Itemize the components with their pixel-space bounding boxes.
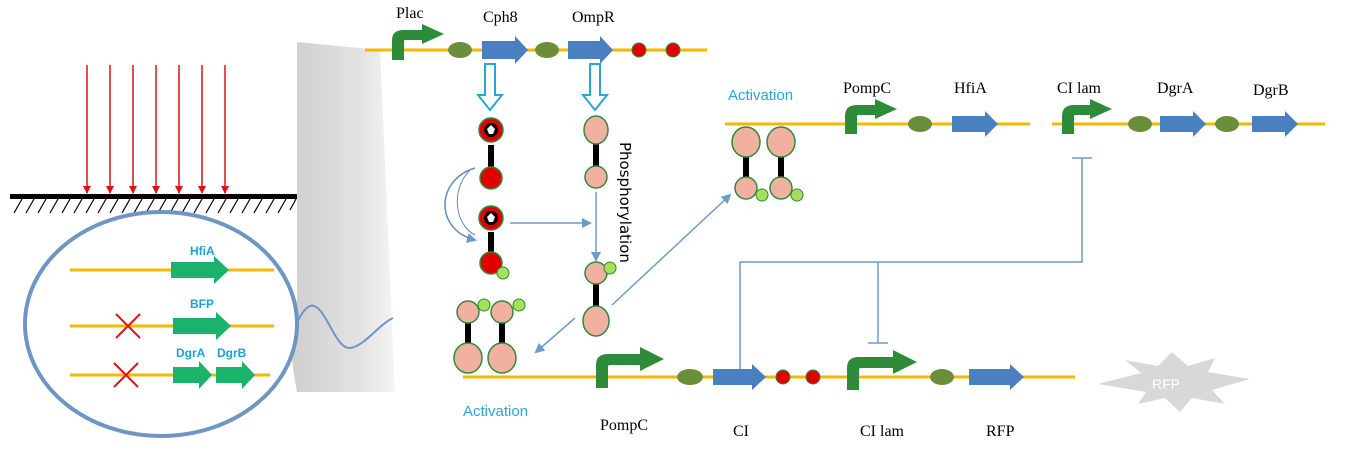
cds-arrow-icon [952,111,998,137]
cds-arrow-icon [173,312,231,340]
zoom-beam [291,42,395,392]
inset-label-hfia: HfiA [190,244,215,258]
repression-lines [739,157,1092,375]
label-dgra-upper: DgrA [1157,80,1194,97]
label-cilam-upper: CI lam [1057,80,1102,97]
upper-circuit-hfia [725,99,1030,137]
rbs-icon [908,116,932,132]
label-cilam-bottom: CI lam [860,423,905,440]
cds-arrow-icon [171,256,229,284]
bottom-circuit [463,347,1075,390]
promoter-arrow-icon [847,350,917,390]
rbs-icon [1128,116,1152,132]
knockout-cross-icon [115,313,141,339]
burst-icon [1098,352,1250,412]
knockout-cross-icon [113,362,139,388]
label-rfp-burst: RFP [1152,376,1180,392]
cds-arrow-icon [713,364,766,390]
conversion-arrow [456,169,476,236]
label-hfia-upper: HfiA [954,80,987,97]
cds-arrow-icon [216,361,255,389]
rbs-icon [930,369,954,385]
cds-arrow-icon [482,36,528,64]
ompr-protein [583,115,609,189]
label-rfp-bottom: RFP [986,423,1015,440]
label-phosphorylation: Phosphorylation [616,142,634,263]
terminator-icon [775,369,791,385]
label-pompc-bottom: PompC [600,417,648,434]
mask-hatch-icon [10,194,297,214]
conversion-arrow [444,167,477,243]
cph8-protein [478,117,504,190]
cds-arrow-icon [568,36,613,64]
label-ci-bottom: CI [733,423,749,440]
ompr-dimer-bottom [453,298,526,374]
label-cph8: Cph8 [483,9,518,26]
ompr-dimer-top [731,126,804,202]
label-activation-bottom: Activation [463,403,528,420]
promoter-arrow-icon [392,24,444,60]
promoter-arrow-icon [845,99,897,134]
inset-label-dgrb: DgrB [217,346,247,360]
cph8-protein-active [478,205,510,280]
terminator-icon [631,42,647,58]
rbs-icon [535,42,559,58]
label-plac: Plac [396,5,424,22]
label-pompc-upper: PompC [843,80,891,97]
label-activation-top: Activation [728,87,793,104]
label-dgrb-upper: DgrB [1253,82,1289,99]
inset-label-dgra: DgrA [176,346,206,360]
promoter-arrow-icon [1062,99,1112,134]
cds-arrow-icon [969,364,1024,390]
light-rays [83,65,229,194]
top-operon [365,24,707,64]
rbs-icon [448,42,472,58]
promoter-arrow-icon [596,347,664,388]
activation-arrow-top [611,193,732,306]
upper-circuit-dgr [1052,99,1325,137]
ompr-protein-phosphorylated [582,261,617,337]
activation-arrow-bottom [534,317,576,354]
inset-ellipse [23,210,299,438]
terminator-icon [805,369,821,385]
expression-arrow-cph8 [475,63,505,112]
cds-arrow-icon [1252,111,1298,137]
squiggle-line [295,304,394,350]
cds-arrow-icon [173,361,212,389]
label-ompr: OmpR [572,9,615,26]
inset-label-bfp: BFP [190,297,214,311]
cds-arrow-icon [1160,111,1206,137]
expression-arrow-ompr [580,63,610,112]
terminator-icon [665,42,681,58]
rbs-icon [677,369,703,385]
inset-strands [70,256,274,389]
rbs-icon [1215,116,1239,132]
